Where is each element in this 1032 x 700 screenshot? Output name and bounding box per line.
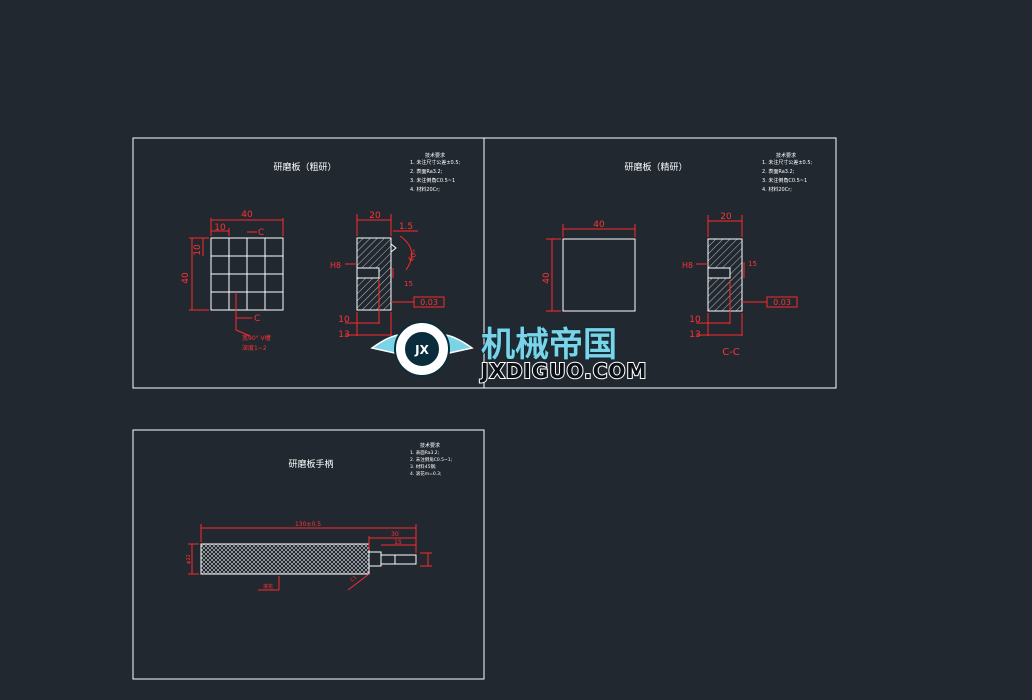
- groove-note: 宽90° V槽: [242, 334, 271, 342]
- svg-text:30: 30: [391, 531, 399, 538]
- dimension-row: 10: [193, 238, 204, 256]
- svg-text:10: 10: [338, 315, 350, 325]
- dimension-width: 40: [210, 210, 284, 236]
- svg-text:40: 40: [181, 272, 191, 284]
- notes-heading: 技术要求: [420, 442, 440, 449]
- svg-text:1.5: 1.5: [399, 222, 413, 232]
- groove-note: 深度1~2: [242, 344, 267, 352]
- dimension-width: 40: [562, 220, 636, 237]
- svg-text:15: 15: [394, 539, 402, 546]
- grid-plate: [210, 237, 284, 311]
- dimension-end: [420, 552, 432, 567]
- notes-heading: 技术要求: [776, 152, 796, 159]
- svg-text:60°: 60°: [407, 248, 420, 263]
- knurl-leader: 滚花: [258, 576, 280, 591]
- svg-text:H8: H8: [330, 261, 341, 270]
- plain-plate: [562, 238, 636, 312]
- sheet-title: 研磨板（粗研）: [273, 161, 336, 173]
- note-line: 1. 未注尺寸公差±0.5;: [762, 159, 813, 166]
- dimension-diameter: φ22: [186, 543, 199, 575]
- note-line: 2. 表面Ra3.2;: [762, 168, 795, 175]
- note-line: 4. 材料20Cr;: [762, 186, 792, 193]
- svg-text:0.03: 0.03: [773, 298, 791, 307]
- note-line: 3. 未注倒角C0.5~1: [762, 177, 807, 184]
- dimension-chamfer: 1.5: [393, 222, 418, 232]
- svg-text:130±0.5: 130±0.5: [295, 521, 321, 528]
- dimension-bottom: 10 13: [689, 280, 743, 340]
- sheet-frame: [132, 429, 485, 680]
- dimension-height: 40: [181, 237, 209, 311]
- chamfer-leader: C1: [347, 573, 370, 591]
- flatness-tolerance: 0.03: [742, 296, 798, 308]
- dimension-side-top: 20: [707, 212, 743, 237]
- svg-text:40: 40: [542, 272, 552, 284]
- note-line: 3. 材料45钢;: [410, 463, 436, 470]
- note-line: 2. 未注倒角C0.5~1;: [410, 456, 452, 463]
- handle-body: [200, 543, 417, 575]
- dimension-side-right: 15: [743, 260, 757, 278]
- note-line: 1. 未注尺寸公差±0.5;: [410, 159, 461, 166]
- dimension-side-left: H8: [330, 261, 357, 270]
- svg-text:15: 15: [748, 260, 757, 268]
- note-line: 4. 材料20Cr;: [410, 186, 440, 193]
- section-label: C-C: [722, 347, 740, 358]
- note-line: 1. 表面Ra3.2;: [410, 449, 439, 456]
- note-line: 4. 滚花m=0.3;: [410, 470, 442, 477]
- svg-text:0.03: 0.03: [420, 298, 438, 307]
- svg-text:C: C: [254, 314, 260, 324]
- side-section: [707, 238, 743, 312]
- svg-text:10: 10: [689, 315, 701, 325]
- watermark-logo: JX 机械帝国 JXDIGUO.COM: [370, 321, 647, 384]
- flatness-tolerance: 0.03: [391, 296, 445, 308]
- note-line: 2. 表面Ra3.2;: [410, 168, 443, 175]
- dimension-cell: 10: [211, 223, 230, 236]
- svg-text:滚花: 滚花: [263, 583, 273, 590]
- svg-text:40: 40: [593, 220, 605, 230]
- sheet-handle: 研磨板手柄 技术要求 1. 表面Ra3.2; 2. 未注倒角C0.5~1; 3.…: [132, 429, 485, 680]
- sheet-fine: 研磨板（精研） 技术要求 1. 未注尺寸公差±0.5; 2. 表面Ra3.2; …: [483, 137, 837, 389]
- svg-text:13: 13: [689, 330, 700, 340]
- svg-text:10: 10: [193, 244, 203, 256]
- svg-text:C: C: [258, 228, 264, 238]
- svg-text:40: 40: [241, 210, 253, 220]
- svg-text:10: 10: [214, 223, 226, 233]
- watermark-cn: 机械帝国: [481, 325, 617, 365]
- sheet-title: 研磨板（精研）: [624, 161, 687, 173]
- dimension-side-right: 15: [392, 268, 413, 288]
- notes-heading: 技术要求: [425, 152, 445, 159]
- section-mark-bottom: C: [235, 292, 260, 337]
- svg-text:20: 20: [720, 212, 732, 222]
- svg-text:C1: C1: [349, 575, 358, 584]
- sheet-coarse: 研磨板（粗研） 技术要求 1. 未注尺寸公差±0.5; 2. 表面Ra3.2; …: [132, 137, 485, 389]
- watermark-en: JXDIGUO.COM: [479, 359, 647, 383]
- svg-text:15: 15: [404, 280, 413, 288]
- emblem-text: JX: [414, 343, 429, 357]
- dimension-bottom: 10 13: [338, 280, 392, 340]
- side-section: [356, 237, 397, 311]
- svg-text:13: 13: [338, 330, 349, 340]
- dimension-tenon: 30 15: [368, 531, 416, 550]
- dimension-side-top: 20: [356, 211, 392, 236]
- sheet-frame: [483, 137, 837, 389]
- dimension-height: 40: [542, 238, 561, 312]
- svg-text:20: 20: [369, 211, 381, 221]
- sheet-title: 研磨板手柄: [288, 458, 333, 470]
- svg-text:φ22: φ22: [186, 554, 192, 564]
- svg-text:H8: H8: [682, 261, 693, 270]
- dimension-side-left: H8: [682, 261, 708, 270]
- dimension-angle: 60°: [399, 235, 420, 271]
- section-mark-top: C: [247, 228, 264, 238]
- note-line: 3. 未注倒角C0.5~1: [410, 177, 455, 184]
